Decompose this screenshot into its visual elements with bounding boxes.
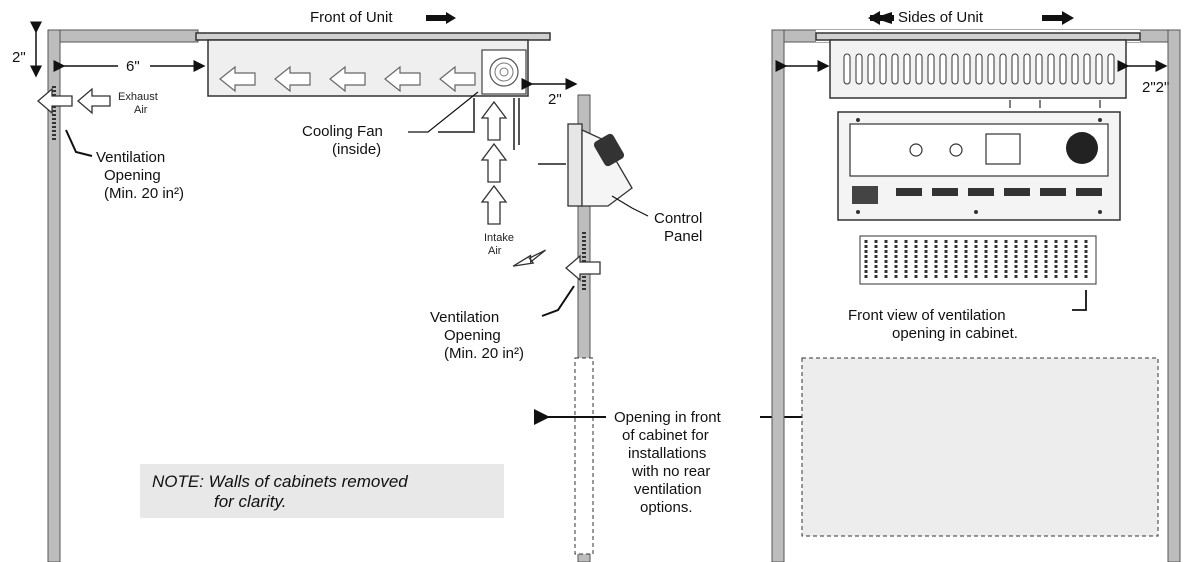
vent-left-label-1: Ventilation (96, 149, 165, 166)
dim-2-side: 2" (548, 91, 562, 108)
front-opening-area (801, 357, 1159, 537)
sides-of-unit-label: Sides of Unit (898, 9, 984, 26)
opening-front-label-6: options. (640, 499, 693, 516)
vent-front-view-label-1: Front view of ventilation (848, 307, 1006, 324)
control-panel-label-1: Control (654, 210, 702, 227)
front-of-unit-label: Front of Unit (310, 9, 393, 26)
cooling-fan-label-1: Cooling Fan (302, 123, 383, 140)
intake-air-label-1: Intake (484, 232, 514, 244)
intake-air-label-2: Air (488, 245, 502, 257)
intake-arrows (480, 100, 601, 282)
opening-front-label-3: installations (628, 445, 706, 462)
note-box (140, 464, 504, 518)
opening-front-label-2: of cabinet for (622, 427, 709, 444)
vent-left-leader (65, 129, 93, 157)
exhaust-air-label-2: Air (134, 104, 148, 116)
vent-right-label-1: Ventilation (430, 309, 499, 326)
note-line-1: NOTE: Walls of cabinets removed (152, 472, 408, 491)
control-panel-label-2: Panel (664, 228, 702, 245)
sides-arrow-right-icon (1042, 15, 1064, 21)
cooling-fan-leader (408, 91, 479, 133)
unit-top-view (195, 32, 551, 150)
cooling-fan-housing (481, 49, 527, 95)
left-cabinet (47, 29, 594, 562)
exhaust-arrows (37, 87, 111, 115)
vent-grill (859, 235, 1097, 285)
unit-front-panel (837, 111, 1121, 221)
opening-front-label-1: Opening in front (614, 409, 722, 426)
opening-front-label-5: ventilation (634, 481, 702, 498)
control-panel (538, 123, 633, 207)
vent-right-leader (541, 285, 575, 317)
sides-arrow-left-icon (870, 15, 894, 21)
dim-6: 6" (126, 58, 140, 75)
cooling-fan-label-2: (inside) (332, 141, 381, 158)
control-panel-leader (611, 195, 649, 217)
vent-left-label-3: (Min. 20 in²) (104, 185, 184, 202)
vent-front-view-leader (1072, 290, 1087, 311)
vent-front-view-label-2: opening in cabinet. (892, 325, 1018, 342)
note-line-2: for clarity. (214, 492, 286, 511)
vent-right-label-3: (Min. 20 in²) (444, 345, 524, 362)
vent-left-label-2: Opening (104, 167, 161, 184)
dim-2-2-right: 2"2" (1142, 79, 1169, 96)
unit-side-view (815, 32, 1141, 108)
exhaust-air-label-1: Exhaust (118, 91, 158, 103)
opening-front-label-4: with no rear (631, 463, 710, 480)
dim-2-top: 2" (12, 49, 26, 66)
vent-right-label-2: Opening (444, 327, 501, 344)
internal-airflow-arrows (219, 65, 476, 93)
